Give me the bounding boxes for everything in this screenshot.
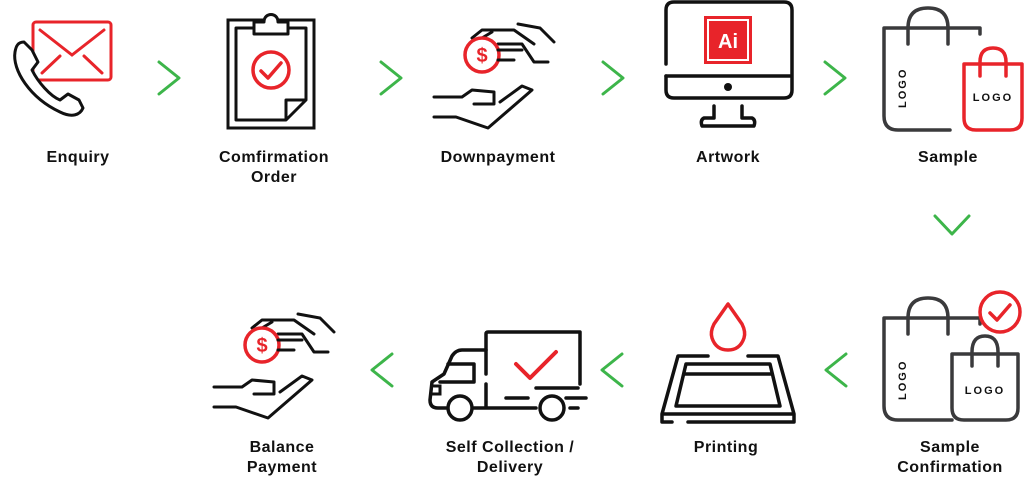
step-label: Sample Confirmation (897, 439, 1003, 476)
step-label: Comfirmation Order (219, 149, 329, 186)
hand-coin-icon: $ (212, 312, 336, 420)
step-label: Printing (693, 439, 759, 456)
svg-text:LOGO: LOGO (897, 360, 909, 400)
chevron-right-icon (823, 60, 847, 96)
svg-text:LOGO: LOGO (973, 92, 1013, 104)
clipboard-check-icon (226, 13, 316, 130)
delivery-truck-check-icon (428, 330, 588, 422)
svg-text:$: $ (256, 335, 267, 357)
svg-text:Ai: Ai (718, 31, 738, 53)
step-label: Sample (918, 149, 978, 166)
svg-text:LOGO: LOGO (897, 68, 909, 108)
svg-text:LOGO: LOGO (965, 385, 1005, 397)
step-label: Enquiry (46, 149, 110, 166)
phone-envelope-icon (13, 20, 113, 117)
chevron-right-icon (379, 60, 403, 96)
ink-drop-screen-icon (660, 302, 796, 424)
chevron-left-icon (370, 352, 394, 388)
step-label: Self Collection / Delivery (445, 439, 575, 476)
chevron-left-icon (824, 352, 848, 388)
step-label: Downpayment (440, 149, 556, 166)
hand-coin-icon: $ (432, 22, 556, 130)
step-label: Balance Payment (246, 439, 318, 476)
chevron-right-icon (157, 60, 181, 96)
svg-text:$: $ (476, 45, 487, 67)
monitor-illustrator-icon: Ai (664, 0, 794, 128)
chevron-right-icon (601, 60, 625, 96)
shopping-bags-check-icon: LOGO LOGO (882, 290, 1022, 422)
chevron-left-icon (600, 352, 624, 388)
shopping-bags-icon: LOGO LOGO (882, 6, 1024, 132)
step-label: Artwork (696, 149, 760, 166)
chevron-down-icon (933, 214, 971, 236)
